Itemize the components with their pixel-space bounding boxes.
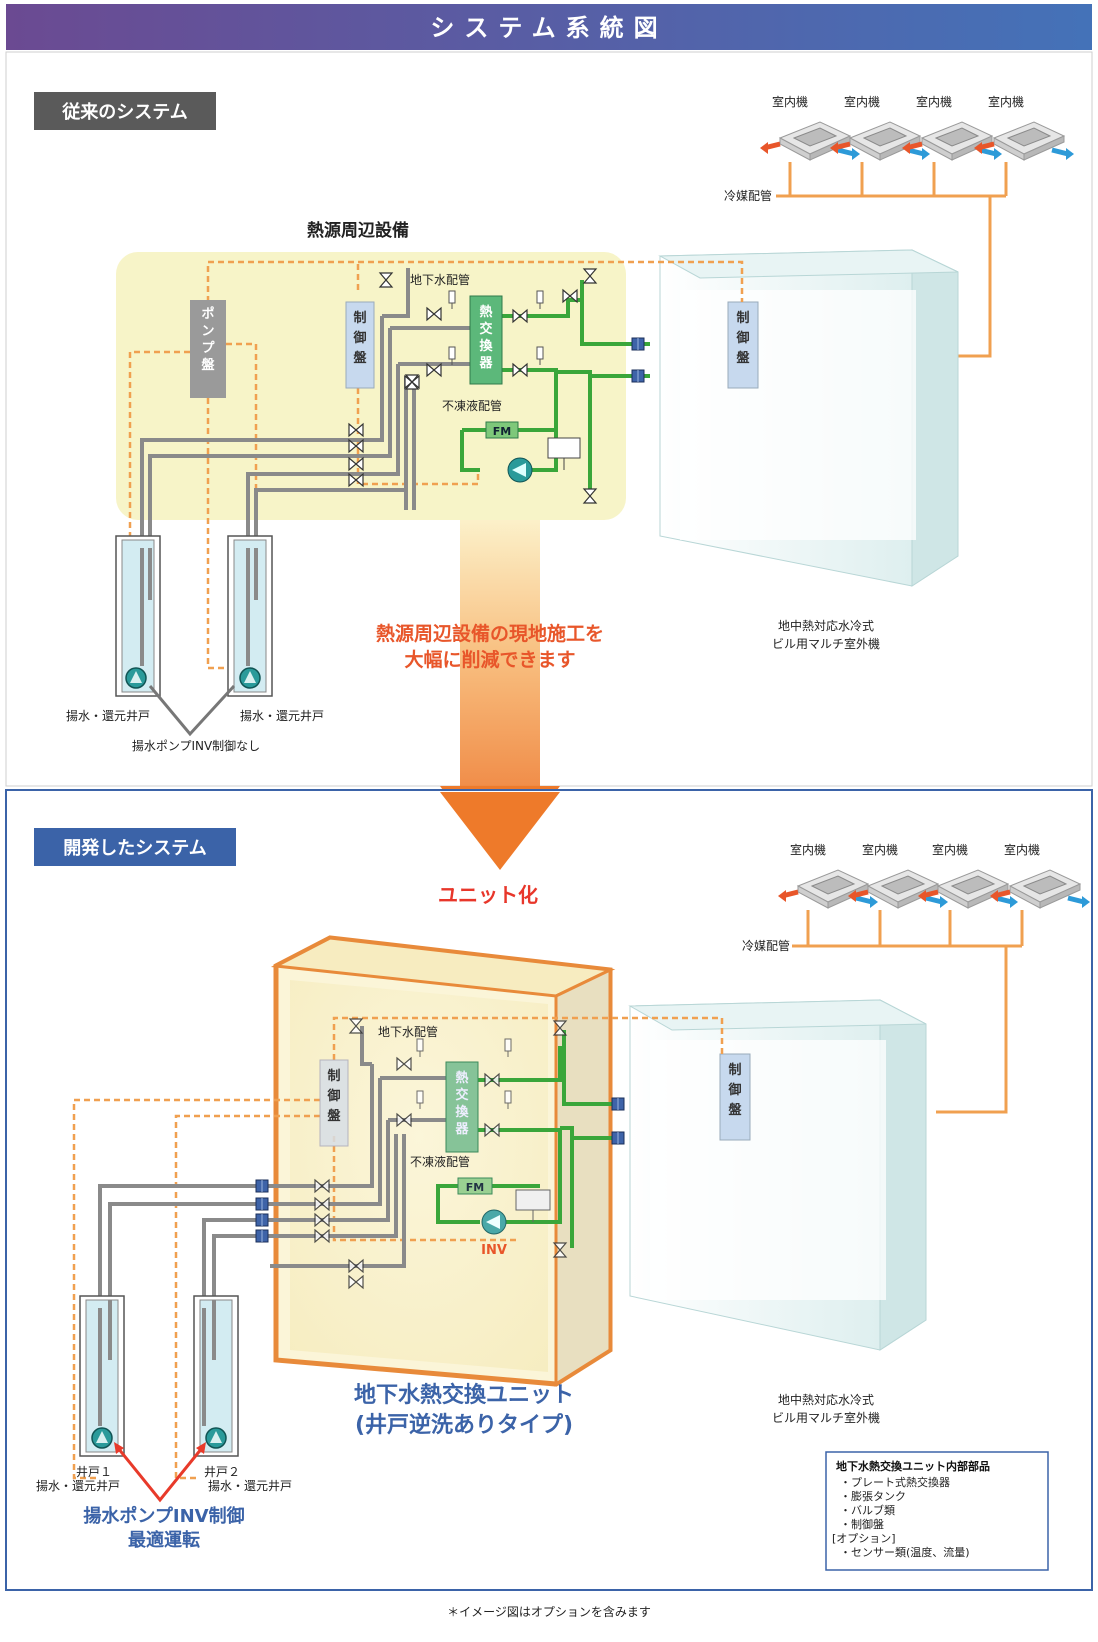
heat-exchanger-label: 熱交換器 — [478, 304, 493, 371]
well2-name: 井戸２ — [204, 1465, 240, 1479]
flowmeter-bottom — [457, 1177, 493, 1195]
parts-box-item: ・バルブ類 — [840, 1503, 895, 1517]
well-left-label: 揚水・還元井戸 — [66, 709, 150, 723]
outdoor-control-panel-bottom — [719, 1053, 751, 1141]
groundwater-pipe-label: 地下水配管 — [378, 1024, 438, 1039]
indoor-unit-label: 室内機 — [862, 842, 898, 857]
expansion-tank-top — [547, 437, 581, 459]
developed-heading-box — [34, 828, 236, 866]
pump-pointer-top — [148, 684, 236, 737]
pump-panel-label: ポンプ盤 — [200, 306, 215, 373]
antifreeze-pipe-label: 不凍液配管 — [410, 1154, 470, 1169]
header-bar — [6, 4, 1092, 50]
groundwater-pipe-label: 地下水配管 — [410, 272, 470, 287]
well2-desc: 揚水・還元井戸 — [208, 1479, 292, 1493]
circulation-pump-top — [507, 457, 533, 483]
control-panel-label: 制御盤 — [352, 310, 367, 366]
parts-box-item: ・制御盤 — [840, 1517, 884, 1531]
parts-box — [825, 1451, 1049, 1571]
unit-name-1: 地下水熱交換ユニット — [354, 1382, 574, 1408]
indoor-unit-label: 室内機 — [916, 94, 952, 109]
inv-label: INV — [481, 1243, 507, 1258]
antifreeze-pipe-label: 不凍液配管 — [442, 398, 502, 413]
footnote: ＊イメージ図はオプションを含みます — [447, 1604, 651, 1619]
heat-exchanger-label: 熱交換器 — [454, 1070, 469, 1137]
indoor-units-bottom: 室内機 室内機 室内機 室内機 — [778, 842, 1090, 908]
wells-bottom — [79, 1295, 239, 1457]
outdoor-control-panel-label: 制御盤 — [735, 310, 750, 366]
outdoor-unit-label-1: 地中熱対応水冷式 — [778, 1392, 874, 1407]
well-right-label: 揚水・還元井戸 — [240, 709, 324, 723]
indoor-units-top: 室内機 室内機 室内機 室内機 — [760, 94, 1074, 160]
well1-desc: 揚水・還元井戸 — [36, 1479, 120, 1493]
parts-box-item: ・センサー類(温度、流量) — [840, 1545, 970, 1559]
outdoor-unit-label-2: ビル用マルチ室外機 — [772, 636, 880, 651]
control-wiring-bottom — [72, 1016, 724, 1480]
pump-note: 揚水ポンプINV制御なし — [132, 738, 260, 753]
outdoor-unit-label-2: ビル用マルチ室外機 — [772, 1410, 880, 1425]
refrigerant-pipe-top — [776, 162, 1008, 358]
reduction-message-1: 熱源周辺設備の現地施工を — [376, 622, 604, 645]
unitization-label: ユニット化 — [438, 883, 538, 907]
expansion-tank-bottom — [515, 1189, 551, 1211]
conventional-heading-box — [34, 92, 216, 130]
indoor-unit-label: 室内機 — [988, 94, 1024, 109]
developed-heading: 開発したシステム — [63, 837, 206, 859]
unit-name-2: (井戸逆洗ありタイプ) — [355, 1412, 573, 1438]
heat-exchanger-top — [469, 295, 503, 385]
indoor-unit-label: 室内機 — [844, 94, 880, 109]
refrigerant-pipe-label: 冷媒配管 — [742, 938, 790, 953]
pump-control-1: 揚水ポンプINV制御 — [83, 1505, 244, 1527]
flowmeter-label: FM — [466, 1181, 484, 1194]
page-title: システム系統図 — [430, 14, 667, 42]
groundwater-pipe-top — [140, 268, 470, 548]
heat-exchanger-bottom — [445, 1061, 479, 1153]
well1-name: 井戸１ — [76, 1465, 112, 1479]
refrigerant-pipe-bottom — [792, 910, 1024, 1114]
outdoor-unit-label-1: 地中熱対応水冷式 — [778, 618, 874, 633]
circulation-pump-bottom — [481, 1209, 507, 1235]
outdoor-control-panel-label: 制御盤 — [727, 1062, 742, 1118]
outdoor-unit-bottom — [628, 999, 927, 1351]
control-panel-bottom — [319, 1059, 349, 1147]
pump-pointer-bottom — [116, 1447, 204, 1503]
refrigerant-pipe-label: 冷媒配管 — [724, 188, 772, 203]
parts-box-item: ・膨張タンク — [840, 1489, 906, 1503]
parts-box-item: [オプション] — [832, 1532, 896, 1545]
control-panel-top — [345, 301, 375, 389]
pump-control-2: 最適運転 — [128, 1529, 200, 1551]
flowmeter-label: FM — [493, 425, 511, 438]
groundwater-pipe-bottom — [98, 1026, 446, 1308]
outdoor-unit-top — [658, 249, 959, 587]
parts-box-title: 地下水熱交換ユニット内部部品 — [836, 1459, 990, 1473]
outdoor-control-panel-top — [727, 301, 759, 389]
antifreeze-pipe-bottom — [436, 1030, 616, 1248]
flowmeter-top — [485, 421, 519, 439]
indoor-unit-label: 室内機 — [1004, 842, 1040, 857]
conventional-heading: 従来のシステム — [61, 101, 187, 123]
groundwater-heat-exchange-unit — [270, 935, 616, 1387]
control-panel-label: 制御盤 — [326, 1068, 341, 1124]
reduction-message-2: 大幅に削減できます — [404, 648, 575, 671]
indoor-unit-label: 室内機 — [790, 842, 826, 857]
indoor-unit-label: 室内機 — [932, 842, 968, 857]
pump-panel — [190, 300, 226, 398]
indoor-unit-label: 室内機 — [772, 94, 808, 109]
heat-source-title: 熱源周辺設備 — [307, 220, 409, 241]
parts-box-item: ・プレート式熱交換器 — [840, 1475, 950, 1489]
